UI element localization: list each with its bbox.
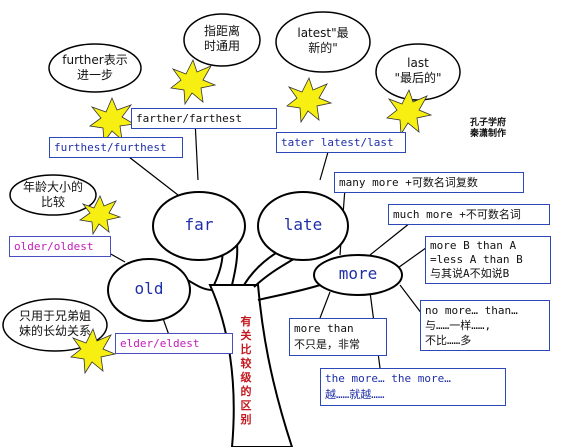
bubble-latest-line-2: 新的" <box>308 41 338 55</box>
more-than-line-1: more than <box>294 322 354 335</box>
branch-far-right <box>231 243 239 286</box>
the-more-line-1: the more… the more… <box>325 372 451 385</box>
star-bursts <box>70 58 433 375</box>
more-use-more-than: more than 不只是，非常 <box>289 318 387 356</box>
more-use-much-more: much more +不可数名词 <box>388 204 550 225</box>
bubble-distance: 指距离 时通用 <box>192 24 252 54</box>
bubble-last-line-2: "最后的" <box>394 71 442 85</box>
star-burst-3 <box>286 76 333 124</box>
bubble-age-shape <box>9 174 97 216</box>
bubble-siblings-shape <box>2 298 108 352</box>
node-old-ellipse <box>107 258 191 322</box>
bubble-distance-line-1: 指距离 <box>203 24 240 38</box>
more-than-line-2: 不只是，非常 <box>294 338 360 351</box>
bubble-age-line-1: 年龄大小的 <box>22 180 83 194</box>
more-b-than-a-line-2: =less A than B <box>430 253 523 266</box>
bubble-siblings-line-1: 只用于兄弟姐 <box>18 309 91 323</box>
more-use-many-more: many more +可数名词复数 <box>334 172 524 193</box>
bubble-siblings: 只用于兄弟姐 妹的长幼关系 <box>9 309 101 339</box>
star-burst-2 <box>170 58 217 106</box>
credit-text: 孔子学府 秦潇制作 <box>470 118 506 140</box>
the-more-line-2: 越……就越…… <box>325 388 385 401</box>
credit-line-2: 秦潇制作 <box>470 129 507 139</box>
bubble-age-line-2: 比较 <box>40 195 65 209</box>
bubble-further: further表示 进一步 <box>55 53 135 83</box>
node-far: far <box>184 215 214 234</box>
credit-line-1: 孔子学府 <box>470 118 507 128</box>
bubble-siblings-line-2: 妹的长幼关系 <box>18 324 91 338</box>
far-form-farther: farther/farthest <box>131 108 277 129</box>
star-burst-5 <box>78 195 122 236</box>
more-use-the-more: the more… the more… 越……就越…… <box>320 368 506 406</box>
no-more-line-2: 与……一样……, <box>425 319 492 332</box>
no-more-line-3: 不比……多 <box>425 334 472 347</box>
node-late-ellipse <box>257 191 349 261</box>
bubble-further-shape <box>48 43 142 93</box>
bubble-age: 年龄大小的 比较 <box>16 180 90 210</box>
bubble-latest-shape <box>275 11 371 73</box>
no-more-line-1: no more… than… <box>425 304 518 317</box>
far-form-furthest: furthest/furthest <box>49 137 183 158</box>
trunk-note: 有关比较级的区别 <box>240 315 252 426</box>
star-burst-6 <box>70 327 117 375</box>
node-late: late <box>283 215 323 234</box>
late-form-later: tater latest/last <box>276 132 406 153</box>
node-far-ellipse <box>152 191 246 261</box>
star-burst-4 <box>386 88 433 136</box>
branch-more <box>257 284 321 301</box>
tree-trunk <box>208 284 294 447</box>
bubble-further-line-2: 进一步 <box>76 68 113 82</box>
bubble-latest-line-1: latest"最 <box>297 26 349 40</box>
old-form-elder: elder/eldest <box>115 333 233 354</box>
more-use-no-more-than: no more… than… 与……一样……, 不比……多 <box>420 300 550 351</box>
more-b-than-a-line-3: 与其说A不如说B <box>430 267 510 280</box>
bubble-distance-line-2: 时通用 <box>203 39 240 53</box>
old-form-older: older/oldest <box>9 236 111 257</box>
bubble-last-line-1: last <box>407 56 429 70</box>
more-b-than-a-line-1: more B than A <box>430 239 517 252</box>
node-more-ellipse <box>313 254 403 296</box>
node-more: more <box>338 264 378 283</box>
star-burst-1 <box>88 96 136 144</box>
bubble-distance-shape <box>183 13 261 67</box>
bubble-latest: latest"最 新的" <box>286 26 360 56</box>
node-old: old <box>134 279 164 298</box>
bubble-last: last "最后的" <box>384 56 452 86</box>
more-use-more-b-than-a: more B than A =less A than B 与其说A不如说B <box>425 236 551 284</box>
bubble-further-line-1: further表示 <box>62 53 128 67</box>
